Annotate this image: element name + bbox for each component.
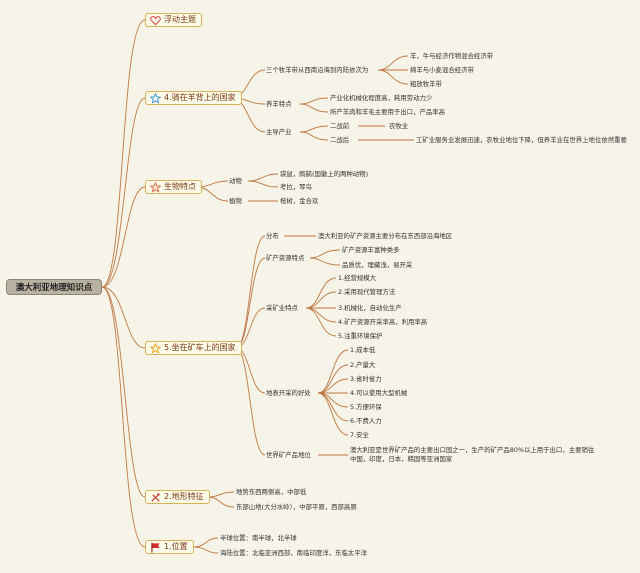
topic-bio-label: 生物特点 (164, 182, 196, 191)
root-topic[interactable]: 澳大利亚地理知识点 (6, 279, 102, 295)
sheep-industry-pre: 二战前 (330, 122, 350, 130)
mine-res-2: 品质优，埋藏浅，易开采 (342, 261, 413, 269)
mine-ind-title: 采矿业特点 (266, 304, 298, 312)
terrain-item-2: 东部山地(大分水岭），中部平原，西部高原 (236, 503, 357, 511)
location-item-1: 半球位置：南半球，北半球 (220, 534, 297, 542)
mine-res-title: 矿产资源特点 (266, 254, 305, 262)
topic-float-label: 浮动主题 (164, 15, 196, 24)
sheep-industry-post-value: 工矿业服务业发展迅速，农牧业地位下降，但养羊业在世界上地位依然重要 (416, 136, 627, 144)
bio-animal-1: 袋鼠，鸸鹋(国徽上的两种动物) (280, 170, 369, 178)
location-item-2: 海陆位置：北临亚洲西部，南临印度洋，东临太平洋 (220, 549, 367, 557)
bio-animal-2: 考拉，琴鸟 (280, 183, 312, 191)
mine-open-1: 1.成本低 (350, 346, 376, 354)
mine-open-6: 6.不费人力 (350, 417, 382, 425)
mine-ind-2: 2.采用现代管理方法 (338, 288, 396, 296)
topic-mine[interactable]: 5.坐在矿车上的国家 (145, 341, 242, 355)
sheep-industry-title: 主导产业 (266, 128, 292, 136)
star-icon (150, 181, 161, 193)
mine-open-7: 7.安全 (350, 431, 369, 439)
mine-status-value: 澳大利亚是世界矿产品的主要出口国之一，生产的矿产品80%以上用于出口，主要销往 … (350, 446, 595, 463)
terrain-item-1: 地势东西两侧高，中部低 (236, 488, 307, 496)
sheep-trait-2: 所产羊肉和羊毛主要用于出口，产品率高 (330, 108, 446, 116)
mine-open-5: 5.方便环保 (350, 403, 382, 411)
mine-ind-5: 5.注重环境保护 (338, 332, 383, 340)
sheep-route-2: 绵羊与小麦混合经济带 (410, 66, 474, 74)
mine-res-1: 矿产资源丰富种类多 (342, 246, 400, 254)
topic-location-label: 1.位置 (164, 542, 188, 551)
flag-icon (151, 542, 160, 553)
mine-ind-1: 1.经营规模大 (338, 274, 377, 282)
topic-float[interactable]: 浮动主题 (145, 13, 202, 27)
sheep-industry-pre-value: 农牧业 (389, 122, 409, 130)
bio-animal-title: 动物 (229, 177, 242, 185)
topic-terrain[interactable]: 2.地形特征 (145, 490, 210, 504)
mine-open-4: 4.可以使用大型机械 (350, 389, 408, 397)
star-icon (150, 342, 161, 354)
star-outline-icon (150, 92, 161, 104)
bio-plant-title: 植物 (229, 197, 242, 205)
heart-icon (150, 15, 161, 25)
mine-open-3: 3.省时省力 (350, 375, 382, 383)
mine-ind-3: 3.机械化，自动化生产 (338, 304, 402, 312)
sheep-route-3: 粗放牧羊带 (410, 80, 442, 88)
mine-status-title: 世界矿产品地位 (266, 451, 311, 459)
sheep-trait-1: 产业化机械化程度高，耗用劳动力少 (330, 94, 433, 102)
sheep-industry-post: 二战后 (330, 136, 350, 144)
sheep-traits-title: 养羊特点 (266, 100, 292, 108)
mine-dist-title: 分布 (266, 232, 279, 240)
tools-icon (151, 492, 160, 502)
topic-sheep-label: 4.骑在羊背上的国家 (164, 93, 236, 102)
mine-open-2: 2.产量大 (350, 361, 376, 369)
topic-terrain-label: 2.地形特征 (164, 492, 204, 501)
sheep-routes-title: 三个牧羊带从西南沿海到内陆依次为 (266, 66, 369, 74)
topic-location[interactable]: 1.位置 (145, 540, 194, 554)
mine-open-title: 地表开采的好处 (266, 389, 311, 397)
mine-ind-4: 4.矿产资源开采率高，利用率高 (338, 318, 428, 326)
sheep-route-1: 羊，牛与经济作物混合经济带 (410, 52, 494, 60)
topic-mine-label: 5.坐在矿车上的国家 (164, 343, 236, 352)
bio-plants: 桉树，金合欢 (280, 197, 319, 205)
topic-bio[interactable]: 生物特点 (145, 180, 202, 194)
mine-dist-value: 澳大利亚的矿产资源主要分布在东西部沿海地区 (318, 232, 453, 240)
topic-sheep[interactable]: 4.骑在羊背上的国家 (145, 91, 242, 105)
